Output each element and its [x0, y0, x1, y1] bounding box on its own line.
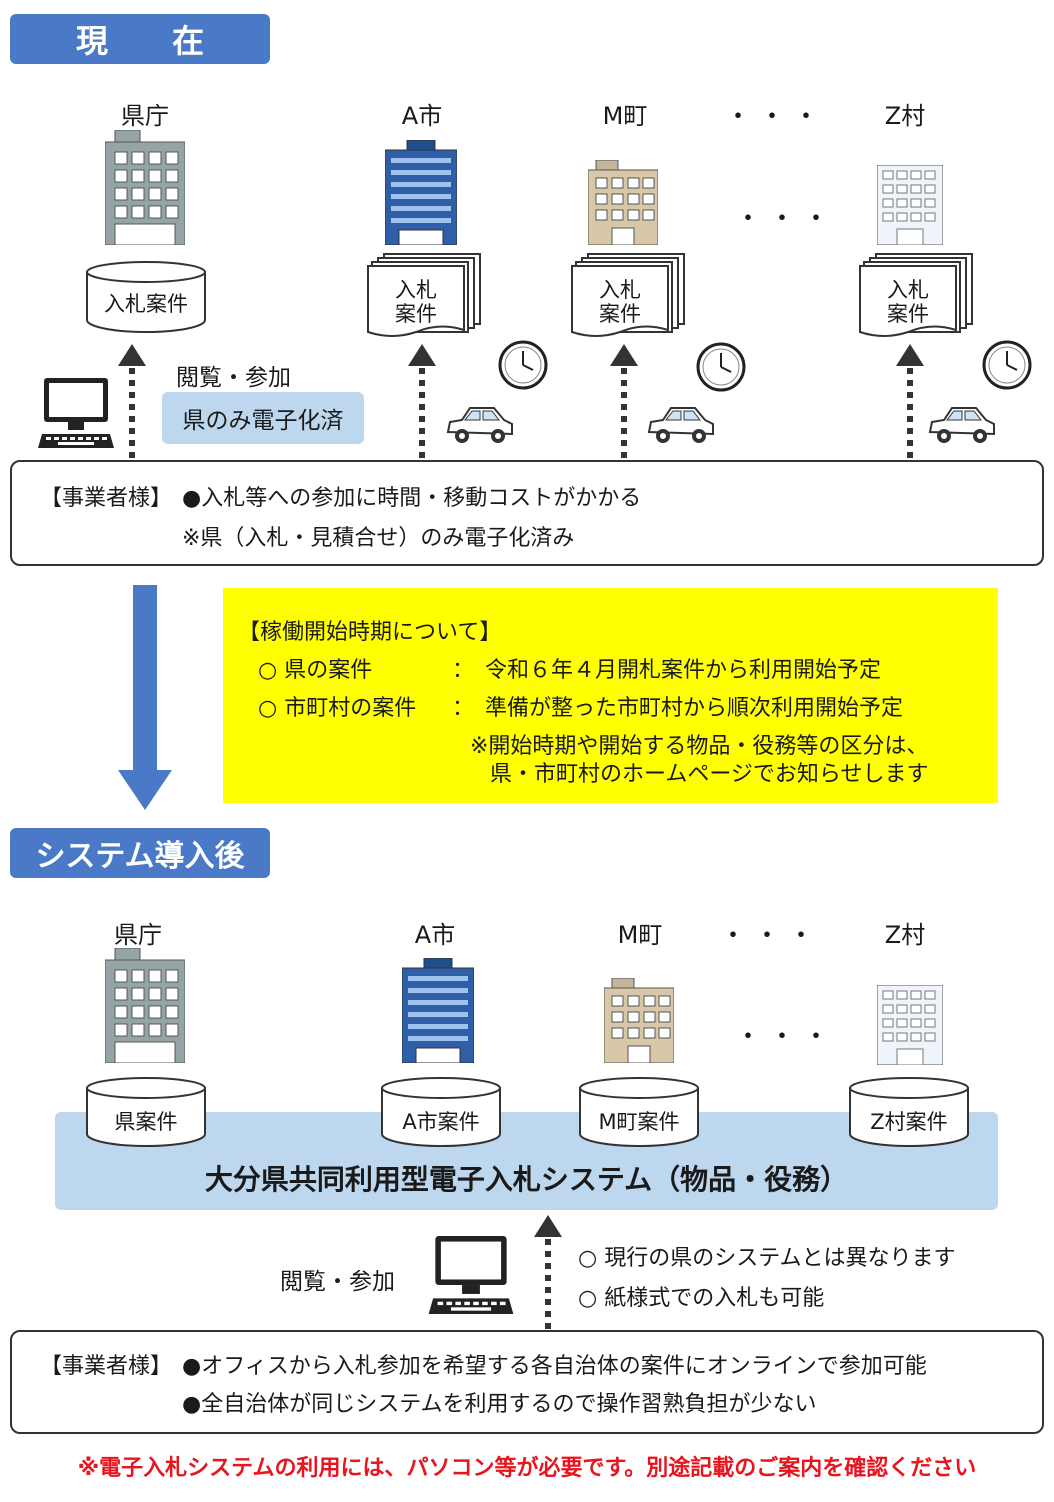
schedule-item2-value: ： 準備が整った市町村から順次利用開始予定	[452, 696, 904, 721]
building-m-after-icon	[604, 978, 674, 1063]
schedule-box	[223, 588, 998, 803]
arrow-up-a	[408, 344, 436, 462]
computer-icon-after	[428, 1236, 514, 1314]
clock-icon-a	[498, 340, 548, 390]
entity-label-m: M町	[602, 102, 648, 130]
ellipsis-after: ・・・	[720, 921, 823, 951]
entity-label-a-after: A市	[414, 921, 456, 949]
clock-icon-m	[696, 342, 746, 392]
paper-label-z: 入札 案件	[887, 278, 929, 326]
schedule-item1-label: ○ 県の案件	[258, 658, 373, 683]
paper-stack-icon-z	[859, 253, 973, 337]
clock-icon-z	[982, 340, 1032, 390]
database-icon-m-after	[579, 1077, 699, 1147]
arrow-up-m	[610, 344, 638, 462]
database-label-pref: 入札案件	[104, 292, 188, 316]
database-label-pref-after: 県案件	[114, 1110, 178, 1134]
entity-label-m-after: M町	[617, 921, 663, 949]
business-box-current	[10, 460, 1044, 566]
system-bar	[55, 1112, 998, 1210]
car-icon-m	[647, 407, 714, 443]
section-title-current: 現 在	[10, 14, 270, 64]
business-label-after: 【事業者様】	[40, 1354, 173, 1379]
arrow-up-system	[534, 1215, 562, 1332]
business-line2-current: ※県（入札・見積合せ）のみ電子化済み	[182, 526, 575, 551]
system-name: 大分県共同利用型電子入札システム（物品・役務）	[204, 1163, 849, 1196]
building-z-icon	[877, 165, 943, 245]
arrow-up-z	[896, 344, 924, 462]
building-z-after-icon	[877, 985, 943, 1065]
business-line1-after: ●オフィスから入札参加を希望する各自治体の案件にオンラインで参加可能	[182, 1354, 927, 1379]
paper-label-m: 入札 案件	[599, 278, 641, 326]
schedule-item1-value: ： 令和６年４月開札案件から利用開始予定	[452, 658, 882, 683]
building-a-after-icon	[402, 958, 474, 1063]
paper-stack-icon-m	[571, 253, 685, 337]
schedule-note1: ※開始時期や開始する物品・役務等の区分は、	[470, 734, 929, 759]
paper-stack-icon-a	[367, 253, 481, 337]
entity-label-z: Z村	[884, 102, 926, 130]
ellipsis-after-buildings: ・・・	[735, 1022, 838, 1052]
entity-label-pref: 県庁	[121, 102, 169, 130]
arrow-up-pref	[118, 344, 146, 462]
business-line2-after: ●全自治体が同じシステムを利用するので操作習熟負担が少ない	[182, 1392, 817, 1417]
schedule-title: 【稼働開始時期について】	[238, 620, 502, 645]
building-pref-icon	[105, 130, 185, 245]
business-box-after	[10, 1330, 1044, 1434]
transition-arrow-icon	[118, 585, 172, 810]
schedule-item2-label: ○ 市町村の案件	[258, 696, 417, 721]
ellipsis-top-buildings: ・・・	[735, 204, 838, 234]
point1-after: ○ 現行の県のシステムとは異なります	[578, 1246, 956, 1271]
section-title-after: システム導入後	[10, 828, 270, 878]
database-icon-pref-after	[86, 1077, 206, 1147]
access-label-after: 閲覧・参加	[280, 1269, 395, 1295]
building-m-icon	[588, 160, 658, 245]
database-label-z-after: Z村案件	[870, 1110, 948, 1134]
business-label-current: 【事業者様】	[40, 486, 173, 511]
ellipsis-top: ・・・	[725, 102, 828, 132]
entity-label-z-after: Z村	[884, 921, 926, 949]
note-electronic-pref: 県のみ電子化済	[162, 392, 364, 444]
building-a-icon	[385, 140, 457, 245]
paper-label-a: 入札 案件	[395, 278, 437, 326]
access-label-top: 閲覧・参加	[176, 365, 291, 391]
database-label-a-after: A市案件	[402, 1110, 480, 1134]
point2-after: ○ 紙様式での入札も可能	[578, 1286, 825, 1311]
car-icon-a	[446, 407, 513, 443]
building-pref-after-icon	[105, 948, 185, 1063]
entity-label-a: A市	[401, 102, 443, 130]
car-icon-z	[928, 407, 995, 443]
footer-notice: ※電子入札システムの利用には、パソコン等が必要です。別途記載のご案内を確認くださ…	[77, 1456, 977, 1481]
database-icon-a-after	[381, 1077, 501, 1147]
schedule-note2: 県・市町村のホームページでお知らせします	[490, 762, 929, 787]
business-line1-current: ●入札等への参加に時間・移動コストがかかる	[182, 486, 642, 511]
entity-label-pref-after: 県庁	[114, 921, 162, 949]
database-icon-z-after	[849, 1077, 969, 1147]
database-icon-pref	[86, 261, 206, 333]
computer-icon-top	[38, 378, 114, 448]
database-label-m-after: M町案件	[598, 1110, 680, 1134]
